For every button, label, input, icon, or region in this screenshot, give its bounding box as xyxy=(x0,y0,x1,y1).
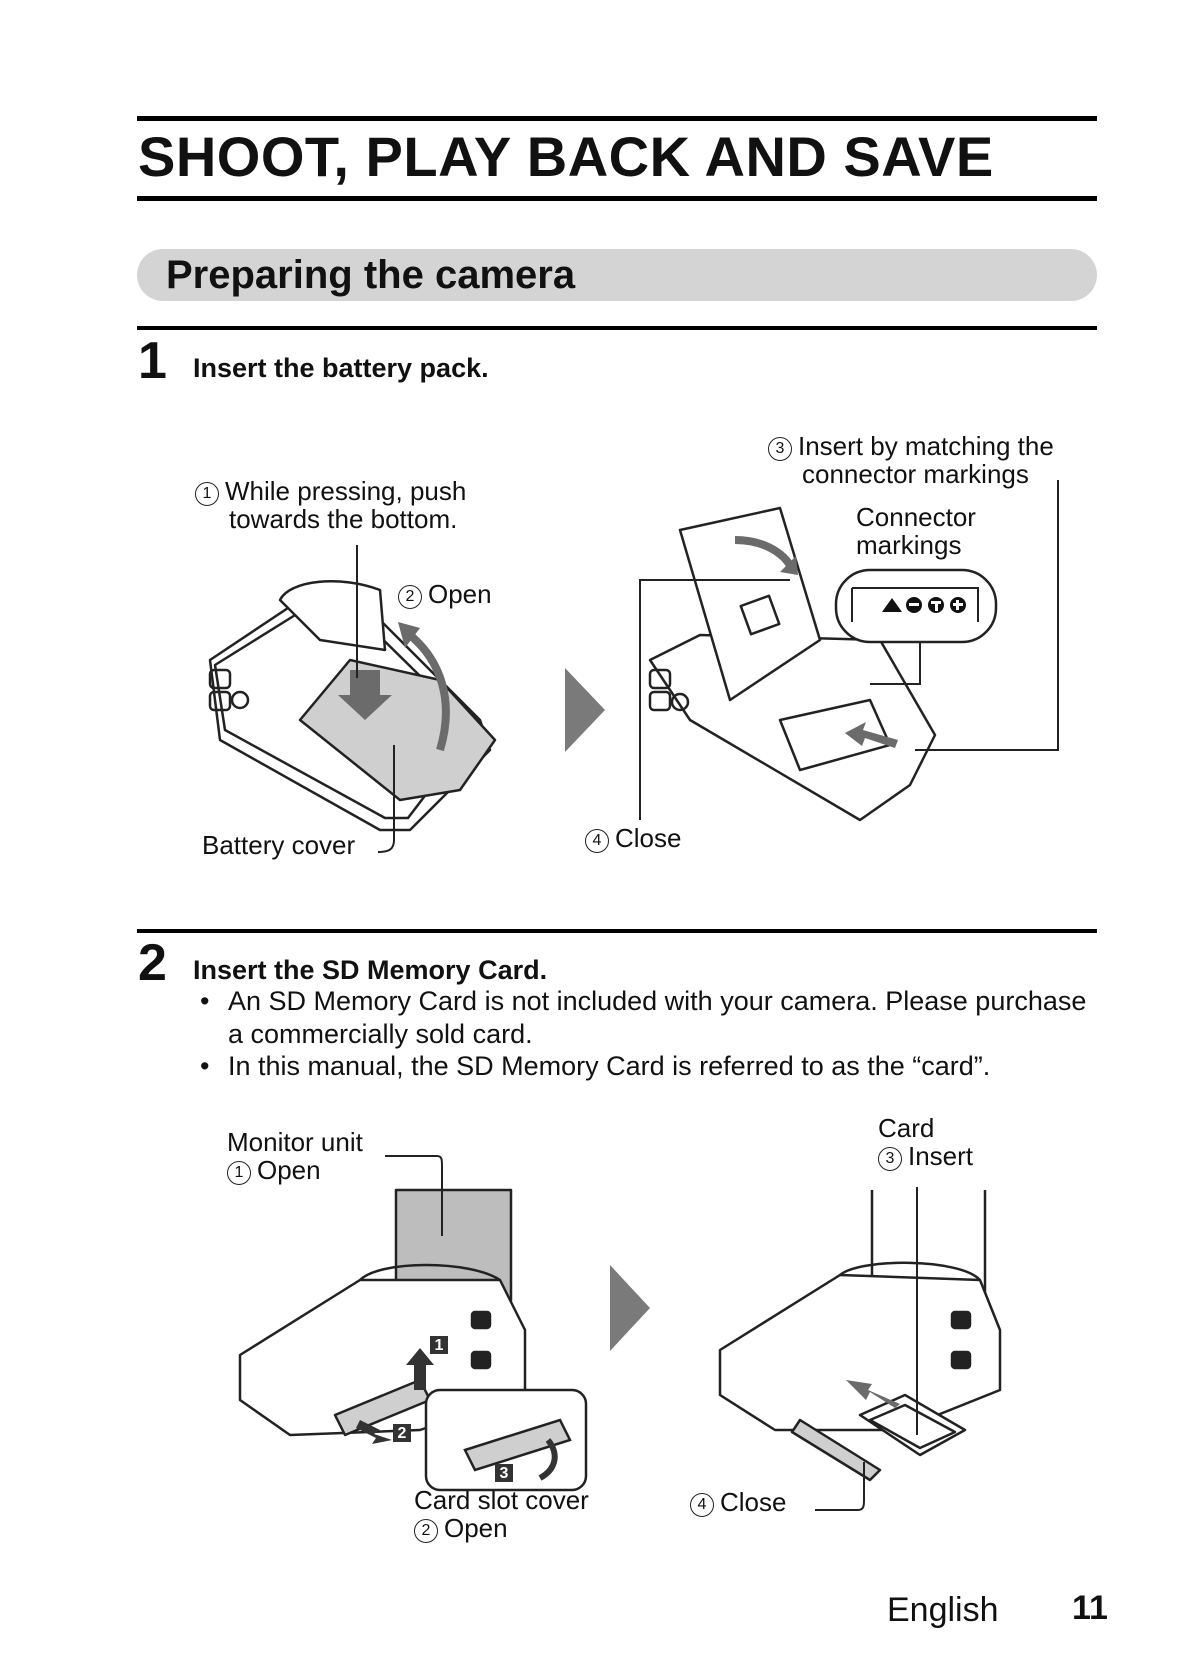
step2-title: Insert the SD Memory Card. xyxy=(193,955,548,985)
step1-right-leader-lines xyxy=(639,480,1059,820)
step2-left-leader-lines xyxy=(385,1155,443,1236)
battery-cover-label: Battery cover xyxy=(202,830,356,860)
step2-right-leader-lines xyxy=(815,1187,918,1511)
slide-arrow xyxy=(356,1420,392,1444)
camera-open-battery-illustration xyxy=(648,506,937,822)
step2-rule xyxy=(137,929,1097,933)
camera-battery-illustration xyxy=(208,580,497,832)
connector-markings-callout xyxy=(834,568,998,644)
badge-1: 1 xyxy=(435,1337,444,1354)
badge-2: 2 xyxy=(398,1425,407,1442)
step-marker-4: 4 xyxy=(690,1493,714,1517)
step-marker-2: 2 xyxy=(398,585,422,609)
step-marker-1: 1 xyxy=(227,1161,251,1185)
bullet-text-2: In this manual, the SD Memory Card is re… xyxy=(228,1051,991,1081)
open-curved-arrow xyxy=(407,631,450,752)
step1-next-arrow xyxy=(565,668,605,752)
card-insert-arrow xyxy=(846,1380,900,1408)
bullet-text-1: An SD Memory Card is not included with y… xyxy=(228,986,1087,1049)
rotate-arrow xyxy=(538,1438,558,1481)
title-rule-top xyxy=(137,116,1097,121)
section-header-background xyxy=(137,249,1097,301)
camera-card-insert-illustration xyxy=(718,1190,1002,1482)
page-number: 11 xyxy=(1072,1589,1108,1627)
close-curved-arrow xyxy=(734,536,794,568)
badge-3: 3 xyxy=(500,1465,509,1482)
step-marker-2: 2 xyxy=(414,1519,438,1543)
step1-number: 1 xyxy=(138,332,167,390)
step-marker-4: 4 xyxy=(585,829,609,853)
card-slot-inset xyxy=(424,1388,588,1492)
card-label: Card xyxy=(878,1113,935,1143)
step-badges: 1 2 3 xyxy=(393,1336,513,1482)
step-marker-3: 3 xyxy=(878,1147,902,1171)
connector-label-line2: markings xyxy=(856,530,962,560)
insert-label-line2: connector markings xyxy=(802,459,1029,489)
connector-label-line1: Connector xyxy=(856,502,976,532)
step2-next-arrow xyxy=(610,1265,650,1351)
lift-arrow xyxy=(406,1348,434,1390)
step1-rule xyxy=(137,326,1097,330)
push-down-arrow xyxy=(338,670,392,720)
bullet-dot-2: • xyxy=(200,1051,210,1081)
page-title: SHOOT, PLAY BACK AND SAVE xyxy=(138,125,994,188)
footer-language: English xyxy=(887,1591,999,1629)
step1-leader-lines xyxy=(356,545,395,853)
title-rule-bottom xyxy=(137,196,1097,201)
monitor-unit-label: Monitor unit xyxy=(227,1127,363,1157)
step-marker-3: 3 xyxy=(768,437,792,461)
step-marker-1: 1 xyxy=(195,482,219,506)
section-title: Preparing the camera xyxy=(166,253,576,297)
bullet-dot-1: • xyxy=(200,986,210,1016)
step2-number: 2 xyxy=(138,934,167,992)
push-label-line2: towards the bottom. xyxy=(229,504,458,534)
battery-insert-arrow xyxy=(845,722,898,748)
step1-title: Insert the battery pack. xyxy=(193,353,489,383)
